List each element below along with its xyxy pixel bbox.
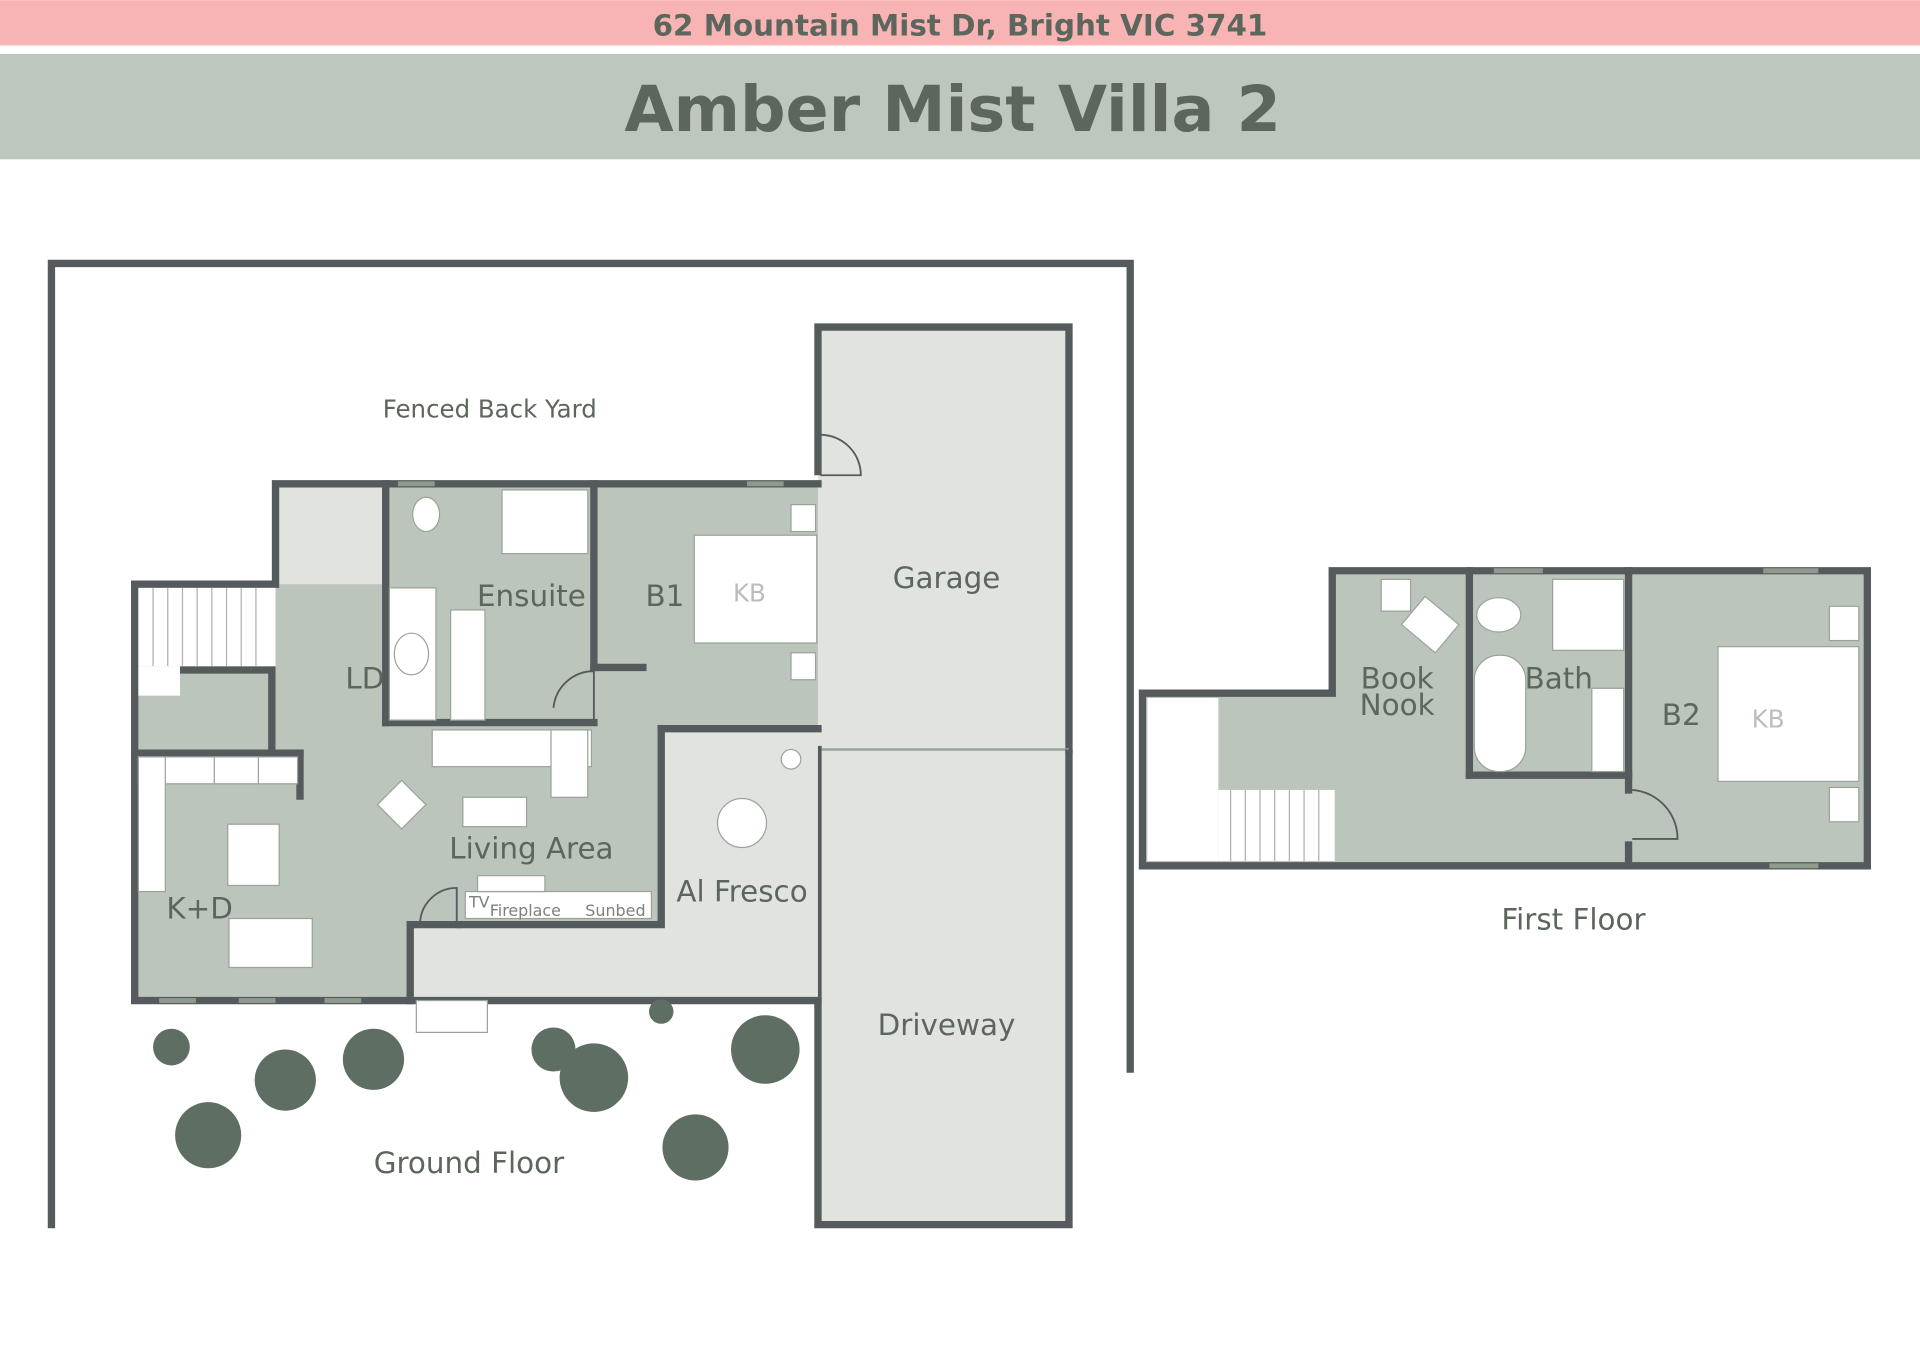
ground-floor-label: Ground Floor xyxy=(374,1146,565,1180)
fireplace-unit xyxy=(464,890,653,920)
tv-label: TV xyxy=(468,892,490,911)
entry-steps xyxy=(415,999,488,1033)
bedside-table xyxy=(790,504,817,533)
bedside-table xyxy=(1828,605,1860,642)
toilet-icon xyxy=(1476,597,1522,633)
kitchen-counter xyxy=(137,756,166,893)
armchair-icon xyxy=(1400,595,1460,654)
alfresco-label: Al Fresco xyxy=(676,874,807,908)
b1-bed-label: KB xyxy=(733,578,766,607)
title-band xyxy=(0,54,1920,160)
staircase xyxy=(138,587,276,696)
island-bench xyxy=(227,823,280,887)
garage-walls xyxy=(814,323,1073,754)
yard-fence xyxy=(47,259,1134,1229)
first-floor-staircase xyxy=(1147,698,1335,861)
garage-driveway-area xyxy=(817,327,1069,1225)
vanity-icon xyxy=(1591,687,1625,773)
vanity-icon xyxy=(450,609,486,721)
ensuite-label: Ensuite xyxy=(477,579,586,613)
door-swing xyxy=(1632,789,1679,840)
dining-table-icon xyxy=(228,917,313,969)
tv-unit xyxy=(476,875,546,893)
door-swing xyxy=(820,433,862,477)
door-swing xyxy=(552,670,595,723)
fireplace-label: Fireplace xyxy=(490,901,561,920)
bed-icon xyxy=(693,534,818,644)
closet xyxy=(279,487,386,585)
b2-bed-label: KB xyxy=(1752,704,1785,733)
outdoor-table-icon xyxy=(716,797,768,849)
alfresco-area xyxy=(410,725,818,1001)
address: 62 Mountain Mist Dr, Bright VIC 3741 xyxy=(653,9,1268,43)
kd-label: K+D xyxy=(166,892,233,926)
bbq-icon xyxy=(780,748,802,770)
nook-label-line1: Book xyxy=(1361,661,1434,695)
page-title: Amber Mist Villa 2 xyxy=(624,73,1281,147)
garden-plants xyxy=(153,999,800,1181)
living-label: Living Area xyxy=(449,832,613,866)
basin-icon xyxy=(393,632,430,676)
ground-outer-walls xyxy=(131,480,822,1005)
door-swing xyxy=(419,886,458,925)
sofa-icon xyxy=(550,729,589,798)
coffee-table-icon xyxy=(462,796,528,828)
bedside-table xyxy=(790,652,817,681)
first-floor-label: First Floor xyxy=(1501,903,1646,937)
armchair-icon xyxy=(376,779,427,830)
shower-icon xyxy=(501,489,589,555)
bath-label: Bath xyxy=(1525,661,1593,695)
yard-label: Fenced Back Yard xyxy=(383,395,597,424)
cooktop-icon xyxy=(213,756,259,785)
garage-label: Garage xyxy=(893,561,1001,595)
bathtub-icon xyxy=(1473,654,1527,773)
shower-icon xyxy=(1552,578,1625,651)
address-band xyxy=(0,0,1920,46)
living-wall xyxy=(455,725,665,929)
b1-label: B1 xyxy=(645,579,684,613)
toilet-icon xyxy=(412,496,441,533)
first-floor-walls xyxy=(1138,567,1872,870)
driveway-label: Driveway xyxy=(878,1008,1016,1042)
b2-label: B2 xyxy=(1662,698,1701,732)
side-table xyxy=(1380,578,1412,612)
bedside-table xyxy=(1828,786,1860,823)
nook-label-line2: Nook xyxy=(1360,688,1435,722)
bed-icon xyxy=(1717,646,1860,782)
sunbed-label: Sunbed xyxy=(585,901,645,920)
ld-label: LD xyxy=(345,661,384,695)
